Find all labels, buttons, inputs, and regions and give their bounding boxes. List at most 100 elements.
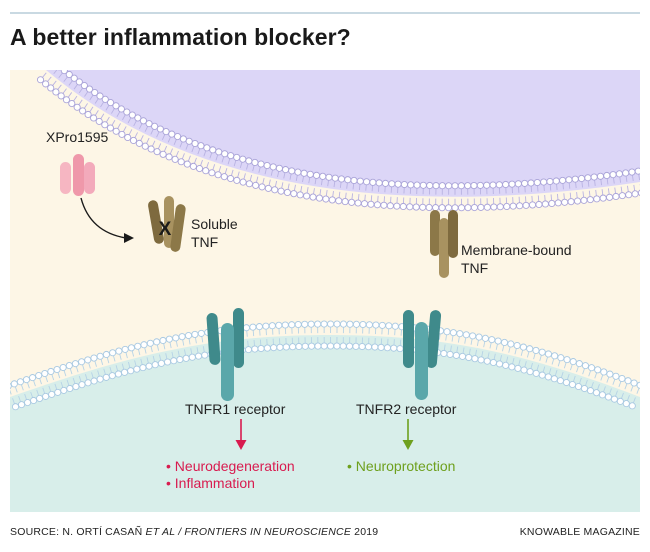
lipid-head: [557, 354, 565, 362]
upper-cell-membrane: [36, 70, 640, 212]
lipid-head: [290, 190, 298, 198]
lipid-head: [521, 179, 529, 187]
lipid-head: [634, 167, 640, 175]
lipid-head: [277, 187, 285, 195]
lipid-head: [335, 197, 343, 205]
lipid-head: [513, 341, 521, 350]
lipid-head: [106, 124, 114, 132]
lipid-head: [356, 177, 364, 185]
lipid-head: [262, 322, 270, 330]
lipid-head: [538, 371, 546, 379]
lower-cell: [10, 335, 640, 512]
lipid-head: [565, 176, 573, 184]
lipid-head: [263, 344, 271, 352]
lipid-head: [438, 182, 446, 190]
lipid-head: [60, 386, 68, 394]
tnfr2-receptor: [403, 310, 442, 400]
xpro-binding-arrow: [80, 197, 134, 243]
lipid-head: [65, 362, 73, 370]
lipid-head: [388, 180, 396, 188]
lipid-head: [544, 373, 552, 381]
lipid-head: [80, 81, 88, 90]
lipid-head: [526, 345, 534, 353]
lipid-head: [214, 171, 222, 179]
lipid-head: [622, 400, 630, 408]
lipid-head: [495, 360, 504, 368]
lipid-head: [519, 343, 527, 351]
lipid-head: [315, 194, 323, 202]
lipid-head: [624, 377, 632, 385]
lipid-head: [554, 199, 562, 207]
lipid-head: [84, 356, 92, 364]
lipid-head: [188, 353, 196, 361]
lipid-head: [90, 377, 98, 385]
lipid-head: [127, 344, 135, 352]
lipid-head: [29, 374, 37, 382]
lipid-head: [562, 378, 570, 387]
lipid-head: [470, 203, 478, 212]
lipid-head: [127, 367, 135, 375]
lipid-head: [209, 146, 217, 154]
lipid-head: [90, 354, 98, 362]
lipid-head: [296, 191, 304, 199]
lipid-head: [258, 183, 266, 191]
lipid-head: [176, 355, 184, 364]
lipid-head: [574, 382, 583, 391]
lipid-head: [146, 339, 154, 347]
lipid-head: [516, 202, 524, 210]
lipid-head: [471, 355, 479, 363]
lipid-head: [628, 402, 636, 410]
lipid-head: [419, 181, 427, 189]
lipid-head: [432, 182, 440, 190]
lipid-head: [586, 196, 594, 204]
lipid-head: [215, 148, 223, 156]
lipid-head: [124, 133, 132, 142]
lipid-head: [151, 361, 159, 369]
lipid-head: [380, 201, 388, 209]
lipid-head: [559, 176, 567, 184]
lipid-head: [477, 203, 485, 211]
lipid-head: [509, 202, 517, 210]
lipid-head: [561, 198, 569, 206]
lipid-head: [90, 114, 98, 122]
lipid-head: [541, 200, 549, 208]
lipid-head: [375, 179, 383, 187]
lipid-head: [386, 202, 394, 210]
lipid-head: [396, 345, 404, 353]
lipid-head: [393, 202, 401, 210]
lipid-head: [584, 174, 592, 182]
lipid-head: [470, 182, 478, 190]
source-prefix: SOURCE: N. ORTÍ CASAÑ: [10, 526, 146, 538]
diagram-svg: X: [10, 70, 640, 512]
lipid-head: [294, 320, 302, 329]
lipid-head: [581, 362, 590, 370]
lipid-head: [177, 158, 185, 166]
tnfr1-receptor: [206, 308, 244, 401]
outcome-inflammation: • Inflammation: [166, 475, 255, 491]
lipid-head: [306, 170, 314, 178]
lipid-head: [412, 203, 420, 211]
lipid-head: [522, 201, 530, 209]
lipid-head: [271, 186, 279, 194]
lipid-head: [503, 202, 511, 211]
lipid-head: [202, 167, 210, 175]
lipid-head: [385, 322, 393, 330]
lipid-head: [377, 343, 385, 351]
lipid-head: [458, 352, 467, 360]
lipid-head: [78, 358, 86, 366]
lipid-head: [308, 342, 316, 350]
lipid-head: [508, 363, 516, 371]
lipid-head: [488, 336, 496, 344]
lipid-head: [57, 92, 65, 100]
lipid-head: [129, 136, 138, 144]
lipid-head: [359, 320, 367, 329]
lipid-head: [22, 376, 31, 384]
lipid-head: [257, 344, 265, 353]
lipid-head: [556, 377, 564, 385]
lipid-head: [603, 171, 611, 180]
lipid-head: [322, 195, 330, 203]
outcome-neuroprotection: • Neuroprotection: [347, 458, 456, 474]
lipid-head: [618, 374, 626, 383]
lipid-head: [251, 158, 259, 167]
lipid-head: [172, 334, 180, 342]
